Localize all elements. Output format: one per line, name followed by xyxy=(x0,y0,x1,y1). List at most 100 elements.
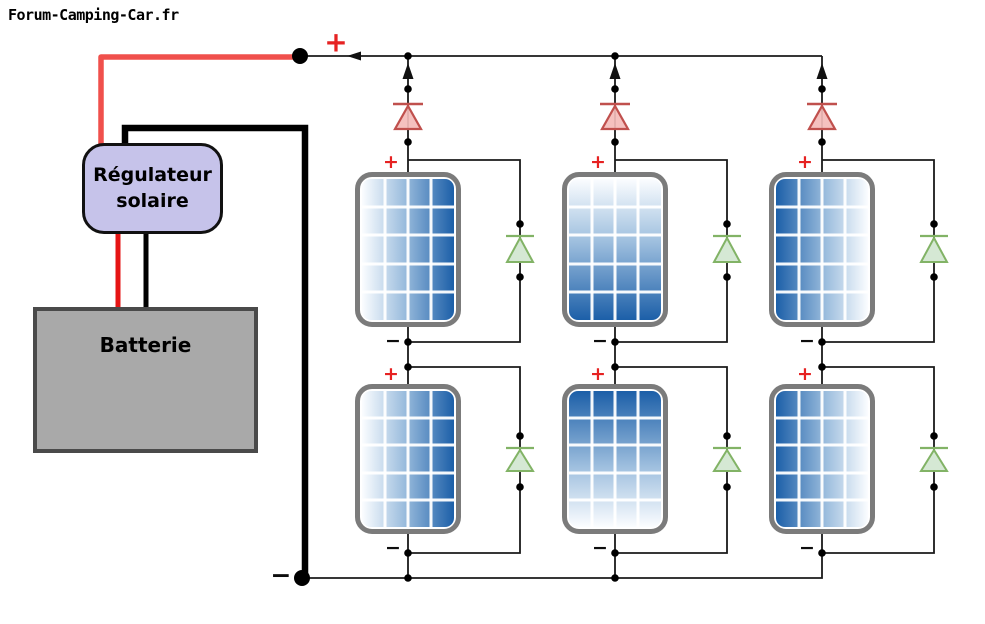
solar-panel-row1-col2: + − xyxy=(562,151,668,352)
junction-dot xyxy=(930,432,938,440)
panel-gridline xyxy=(362,498,454,502)
panel-gridline xyxy=(820,179,824,320)
panel-positive-label: + xyxy=(590,363,606,385)
string-2-current-arrow xyxy=(609,63,621,79)
bypass-diode xyxy=(505,235,535,263)
junction-dot xyxy=(611,363,619,371)
panel-gridline xyxy=(776,416,868,420)
site-watermark: Forum-Camping-Car.fr xyxy=(8,6,179,24)
bus-current-arrow xyxy=(347,51,361,61)
panel-gridline xyxy=(776,233,868,237)
junction-dot xyxy=(723,220,731,228)
junction-dot xyxy=(516,273,524,281)
junction-dot xyxy=(404,85,412,93)
junction-dot xyxy=(818,363,826,371)
panel-gridline xyxy=(776,471,868,475)
negative-main-wire xyxy=(121,124,309,578)
panel-gridline xyxy=(776,262,868,266)
panel-positive-label: + xyxy=(797,363,813,385)
panel-gridline xyxy=(797,391,801,527)
junction-dot xyxy=(611,85,619,93)
panel-cell-grid xyxy=(776,391,868,527)
panel-gridline xyxy=(613,391,617,527)
positive-terminal-dot xyxy=(292,48,308,64)
panel-positive-label: + xyxy=(590,151,606,173)
panel-gridline xyxy=(383,179,387,320)
junction-dot xyxy=(404,363,412,371)
junction-dot xyxy=(516,483,524,491)
bypass-diode xyxy=(919,235,949,263)
junction-dot xyxy=(723,432,731,440)
bypass-diode xyxy=(712,235,742,263)
battery-label: Batterie xyxy=(99,333,192,357)
panel-gridline xyxy=(362,471,454,475)
solar-panel-row2-col3: + − xyxy=(769,363,875,559)
panel-cell-grid xyxy=(569,179,661,320)
junction-dot xyxy=(404,138,412,146)
panel-positive-label: + xyxy=(383,363,399,385)
junction-dot xyxy=(611,52,619,60)
blocking-diode xyxy=(807,103,837,131)
panel-gridline xyxy=(362,205,454,209)
junction-dot xyxy=(516,432,524,440)
panel-negative-label: − xyxy=(592,537,608,559)
regulator-label-line2: solaire xyxy=(116,189,189,212)
junction-dot xyxy=(930,273,938,281)
panel-cell-grid xyxy=(362,391,454,527)
panel-negative-label: − xyxy=(592,330,608,352)
junction-dot xyxy=(404,549,412,557)
string-3-current-arrow xyxy=(816,63,828,79)
panel-gridline xyxy=(569,443,661,447)
panel-gridline xyxy=(406,179,410,320)
panel-cell-grid xyxy=(362,179,454,320)
panel-gridline xyxy=(406,391,410,527)
junction-dot xyxy=(818,549,826,557)
junction-dot xyxy=(611,574,619,582)
regulator-label-line1: Régulateur xyxy=(93,163,212,186)
junction-dot xyxy=(723,483,731,491)
junction-dot xyxy=(404,574,412,582)
blocking-diode xyxy=(393,103,423,131)
panel-negative-label: − xyxy=(385,537,401,559)
junction-dot xyxy=(611,549,619,557)
negative-terminal-dot xyxy=(294,570,310,586)
panel-gridline xyxy=(569,498,661,502)
panel-gridline xyxy=(590,391,594,527)
junction-dot xyxy=(818,85,826,93)
panel-gridline xyxy=(636,179,640,320)
panel-gridline xyxy=(569,233,661,237)
solar-panel-row1-col3: + − xyxy=(769,151,875,352)
panel-cell-grid xyxy=(776,179,868,320)
junction-dot xyxy=(818,138,826,146)
panel-gridline xyxy=(636,391,640,527)
junction-dot xyxy=(818,338,826,346)
string-1-current-arrow xyxy=(402,63,414,79)
panel-negative-label: − xyxy=(799,537,815,559)
panel-gridline xyxy=(429,391,433,527)
solar-panel-row2-col1: + − xyxy=(355,363,461,559)
panel-gridline xyxy=(362,233,454,237)
junction-dot xyxy=(723,273,731,281)
panel-gridline xyxy=(820,391,824,527)
positive-main-wire xyxy=(98,54,299,149)
panel-gridline xyxy=(569,471,661,475)
panel-gridline xyxy=(843,179,847,320)
panel-gridline xyxy=(613,179,617,320)
junction-dot xyxy=(611,338,619,346)
panel-negative-label: − xyxy=(799,330,815,352)
panel-gridline xyxy=(776,498,868,502)
panel-gridline xyxy=(569,416,661,420)
negative-bus xyxy=(302,553,823,579)
bypass-diode xyxy=(919,448,949,472)
panel-gridline xyxy=(590,179,594,320)
bus-positive-label: + xyxy=(324,25,348,59)
junction-dot xyxy=(516,220,524,228)
panel-gridline xyxy=(362,443,454,447)
junction-dot xyxy=(404,338,412,346)
panel-gridline xyxy=(776,443,868,447)
panel-positive-label: + xyxy=(797,151,813,173)
panel-gridline xyxy=(776,290,868,294)
panel-gridline xyxy=(797,179,801,320)
solar-panel-row2-col2: + − xyxy=(562,363,668,559)
